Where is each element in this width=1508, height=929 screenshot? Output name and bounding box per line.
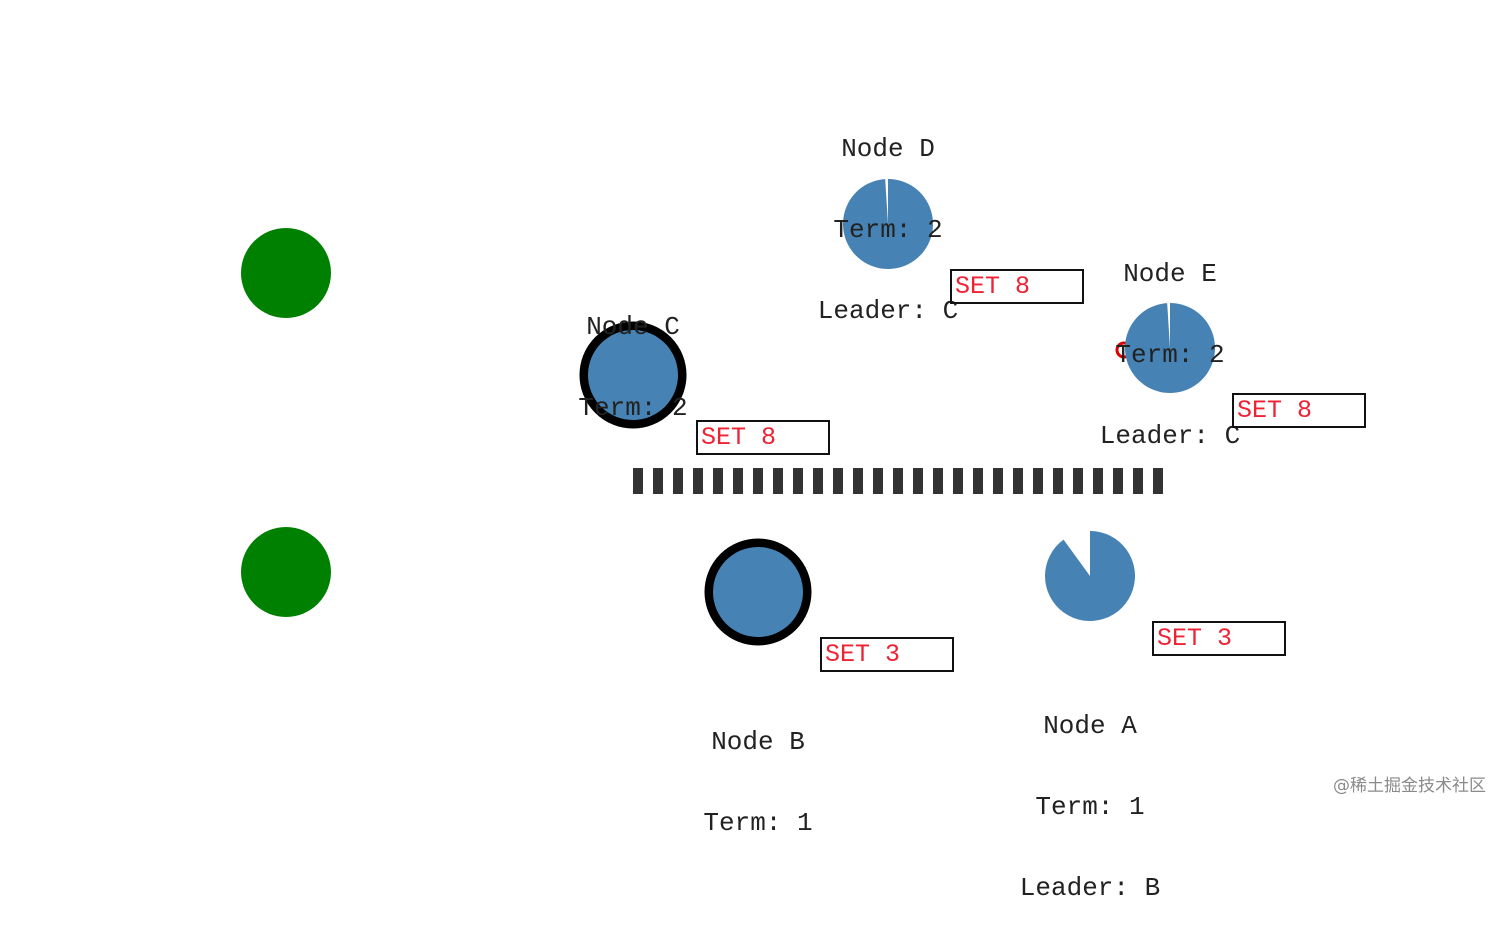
node-leader: Leader: C bbox=[1099, 421, 1241, 451]
node-e-log-entry: SET 8 bbox=[1232, 393, 1366, 428]
node-name: Node D bbox=[841, 134, 935, 164]
node-b-log-entry: SET 3 bbox=[820, 637, 954, 672]
partition-segment bbox=[813, 468, 823, 494]
partition-segment bbox=[633, 468, 643, 494]
raft-cluster-diagram bbox=[241, 179, 1215, 646]
node-name: Node C bbox=[586, 312, 680, 342]
node-a[interactable] bbox=[1045, 531, 1135, 621]
partition-segment bbox=[933, 468, 943, 494]
partition-segment bbox=[873, 468, 883, 494]
node-term: Term: 2 bbox=[833, 215, 943, 245]
partition-segment bbox=[1113, 468, 1123, 494]
node-leader: Leader: B bbox=[1019, 873, 1161, 903]
partition-segment bbox=[713, 468, 723, 494]
node-term: Term: 1 bbox=[703, 808, 813, 838]
partition-segment bbox=[773, 468, 783, 494]
node-circle[interactable] bbox=[1045, 531, 1135, 621]
node-c[interactable] bbox=[579, 321, 687, 429]
partition-segment bbox=[673, 468, 683, 494]
partition-segment bbox=[833, 468, 843, 494]
partition-segment bbox=[1053, 468, 1063, 494]
partition-segment bbox=[993, 468, 1003, 494]
node-circle[interactable] bbox=[588, 330, 678, 420]
partition-segment bbox=[1013, 468, 1023, 494]
node-term: Term: 2 bbox=[1115, 340, 1225, 370]
partition-segment bbox=[913, 468, 923, 494]
node-d-log-entry: SET 8 bbox=[950, 269, 1084, 304]
node-e[interactable] bbox=[1124, 303, 1215, 393]
node-c-label: Node C Term: 2 bbox=[578, 260, 687, 449]
node-circle[interactable] bbox=[842, 179, 933, 270]
node-leader: Leader: C bbox=[817, 296, 959, 326]
partition-segment bbox=[1153, 468, 1163, 494]
leader-ring bbox=[704, 538, 812, 646]
node-c-log-entry: SET 8 bbox=[696, 420, 830, 455]
node-e-label: Node E Term: 2 Leader: C bbox=[1100, 207, 1240, 477]
node-name: Node E bbox=[1123, 259, 1217, 289]
watermark: @稀土掘金技术社区 bbox=[1333, 776, 1486, 796]
partition-segment bbox=[1133, 468, 1143, 494]
partition-segment bbox=[953, 468, 963, 494]
partition-segment bbox=[1093, 468, 1103, 494]
node-term: Term: 2 bbox=[578, 393, 688, 423]
network-partition bbox=[633, 468, 1163, 494]
partition-segment bbox=[733, 468, 743, 494]
node-a-log-entry: SET 3 bbox=[1152, 621, 1286, 656]
client-circle bbox=[241, 228, 331, 318]
partition-segment bbox=[793, 468, 803, 494]
node-circle[interactable] bbox=[713, 547, 803, 637]
partition-segment bbox=[893, 468, 903, 494]
partition-segment bbox=[1073, 468, 1083, 494]
node-circle[interactable] bbox=[1124, 303, 1215, 393]
node-term: Term: 1 bbox=[1035, 792, 1145, 822]
leader-ring bbox=[579, 321, 687, 429]
partition-segment bbox=[1033, 468, 1043, 494]
node-d[interactable] bbox=[842, 179, 933, 270]
client-circle bbox=[241, 527, 331, 617]
partition-segment bbox=[853, 468, 863, 494]
partition-segment bbox=[653, 468, 663, 494]
node-b[interactable] bbox=[704, 538, 812, 646]
partition-segment bbox=[753, 468, 763, 494]
node-name: Node B bbox=[711, 727, 805, 757]
node-a-label: Node A Term: 1 Leader: B bbox=[1020, 659, 1160, 929]
partition-segment bbox=[693, 468, 703, 494]
partition-segment bbox=[973, 468, 983, 494]
node-b-label: Node B Term: 1 bbox=[703, 675, 812, 864]
node-d-label: Node D Term: 2 Leader: C bbox=[818, 82, 958, 352]
node-name: Node A bbox=[1043, 711, 1137, 741]
